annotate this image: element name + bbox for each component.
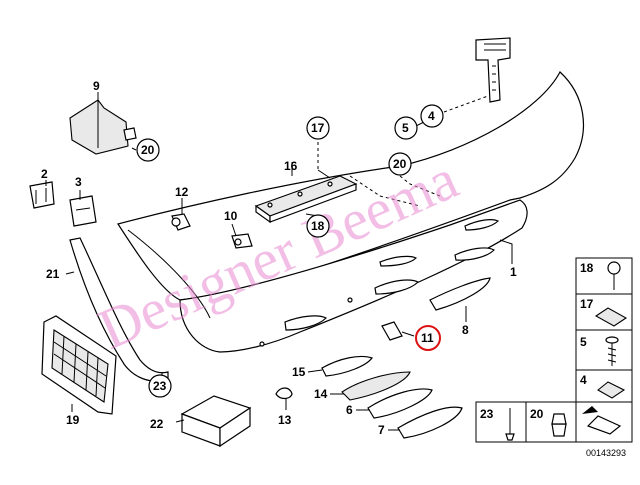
callout-14: 14 [314, 387, 328, 401]
callout-22: 22 [150, 417, 164, 431]
reinforcement-bracket [254, 175, 358, 224]
callout-8: 8 [462, 323, 469, 337]
hardware-legend: 18 17 5 4 23 20 00143293 [475, 257, 633, 458]
part-8-trim [429, 277, 491, 311]
callout-3: 3 [75, 175, 82, 189]
legend-label-5: 5 [580, 335, 587, 349]
callout-labels: 9 2 3 12 10 21 19 22 13 15 14 6 7 8 1 16 [41, 79, 517, 437]
callout-10: 10 [224, 209, 238, 223]
part-10-plug [231, 233, 253, 249]
callout-6: 6 [346, 403, 353, 417]
callout-11: 11 [421, 331, 434, 345]
callout-20-right: 20 [393, 157, 407, 171]
catalog-number: 00143293 [586, 448, 626, 458]
part-2-holder [29, 181, 55, 209]
part-13-cap [275, 387, 293, 400]
part-12-plug [171, 213, 191, 231]
callout-13: 13 [278, 413, 292, 427]
callout-21: 21 [46, 267, 60, 281]
part-6-trim [367, 388, 433, 419]
callout-23: 23 [153, 379, 167, 393]
callout-4: 4 [428, 109, 435, 123]
legend-label-23: 23 [480, 407, 494, 421]
callout-18: 18 [311, 219, 325, 233]
part-9-bracket [69, 99, 137, 155]
part-14-trim [341, 371, 411, 401]
callout-5: 5 [402, 121, 409, 135]
callout-17: 17 [311, 121, 325, 135]
legend-label-4: 4 [580, 373, 587, 387]
legend-label-17: 17 [580, 297, 594, 311]
part-19-grille [41, 315, 117, 415]
callout-7: 7 [378, 423, 385, 437]
legend-cell-5 [575, 329, 633, 371]
part-21-strip [69, 237, 169, 382]
part-7-trim [397, 406, 463, 439]
part-22-block [180, 395, 252, 448]
callout-12: 12 [175, 185, 189, 199]
legend-label-18: 18 [580, 261, 594, 275]
callout-19: 19 [66, 413, 80, 427]
part-3-holder [69, 195, 97, 227]
callout-9: 9 [93, 79, 100, 93]
part-15-trim [321, 355, 373, 377]
callout-1: 1 [510, 265, 517, 279]
circled-callouts: 20 17 18 20 4 5 23 11 [136, 104, 444, 398]
callout-2: 2 [41, 167, 48, 181]
callout-15: 15 [292, 365, 306, 379]
callout-20-left: 20 [141, 143, 155, 157]
part-11-clip [381, 321, 403, 341]
callout-16: 16 [284, 159, 298, 173]
legend-cell-20 [525, 401, 577, 443]
legend-label-20: 20 [530, 407, 544, 421]
